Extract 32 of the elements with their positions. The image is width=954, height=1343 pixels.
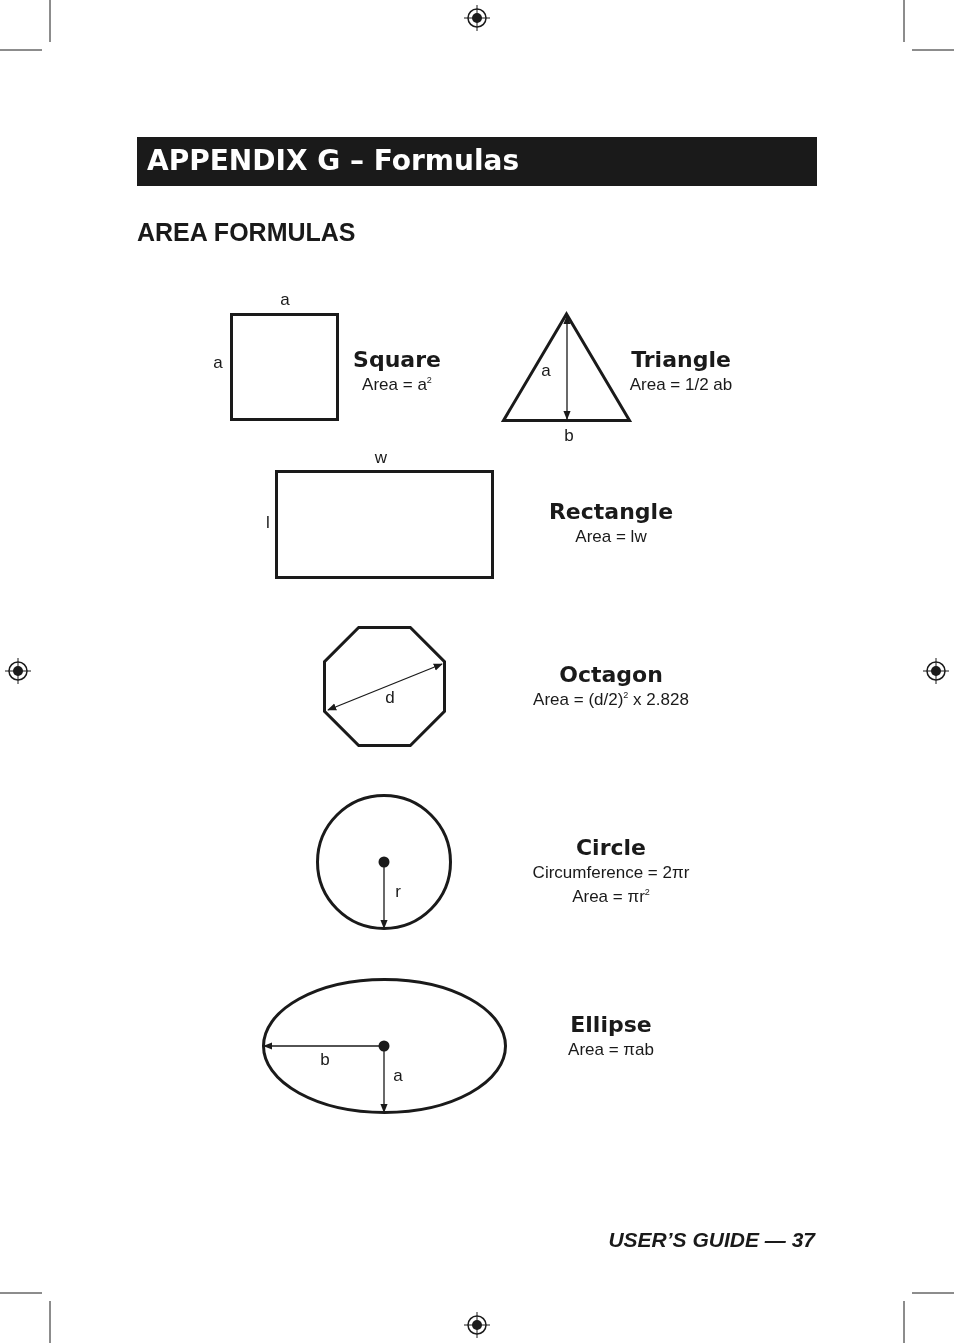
section-heading: AREA FORMULAS xyxy=(137,218,356,247)
title: APPENDIX G – Formulas xyxy=(147,143,520,179)
shape-name: Square xyxy=(353,347,441,372)
shape-name: Rectangle xyxy=(548,499,674,524)
dimension-label: b xyxy=(564,426,574,446)
octagon-shape xyxy=(323,626,446,747)
dimension-label: w xyxy=(374,448,388,468)
shape-name: Circle xyxy=(576,835,646,860)
formula: Area = lw xyxy=(575,527,647,547)
formula: Area = πr$^{2}$ xyxy=(572,887,650,907)
dimension-label: r xyxy=(395,882,401,902)
dimension-label: a xyxy=(213,353,223,373)
page-footer: USER’S GUIDE — 37 xyxy=(608,1228,815,1252)
formula: Area = (d/2)$^{2}$ x 2.828 xyxy=(533,690,689,710)
dimension-label: d xyxy=(385,688,395,708)
triangle-shape xyxy=(502,312,631,422)
square-shape xyxy=(230,313,339,421)
shape-name: Ellipse xyxy=(570,1012,652,1037)
formula: Area = 1/2 ab xyxy=(629,375,733,395)
shape-name: Octagon xyxy=(559,662,663,687)
dimension-label: l xyxy=(266,513,270,533)
dimension-label: b xyxy=(320,1050,330,1070)
dimension-label: a xyxy=(280,290,290,310)
dimension-label: a xyxy=(393,1066,403,1086)
formula: Area = a$^{2}$ xyxy=(362,375,432,395)
circle-shape xyxy=(316,794,452,930)
formula: Area = πab xyxy=(568,1040,654,1060)
dimension-label: a xyxy=(541,361,551,381)
shape-name: Triangle xyxy=(631,347,731,372)
square-shape xyxy=(275,470,494,579)
formula: Circumference = 2πr xyxy=(532,863,690,883)
ellipse-shape xyxy=(262,978,507,1114)
